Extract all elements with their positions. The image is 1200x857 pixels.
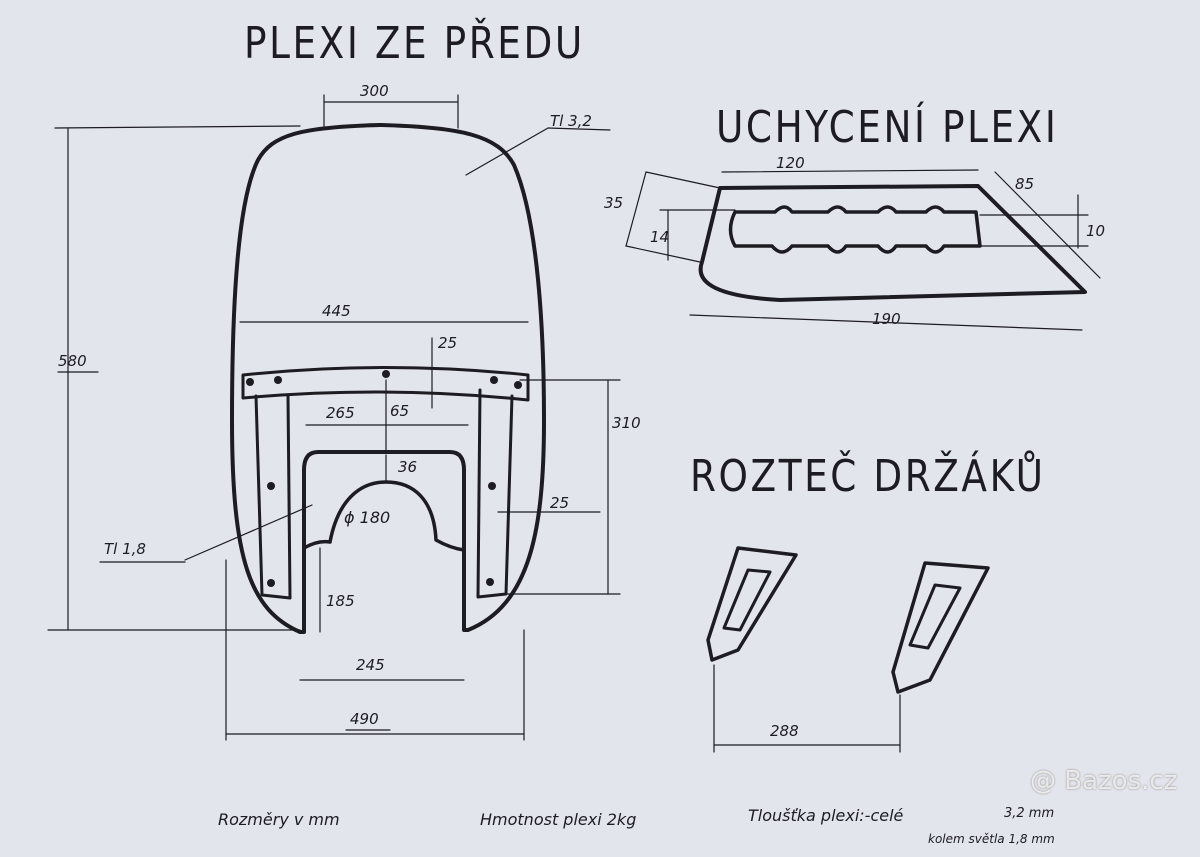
footer-thickness: Tloušťka plexi:-celé <box>748 806 904 825</box>
bracket-right-slot <box>908 583 962 650</box>
dim-diameter: ϕ 180 <box>344 508 391 527</box>
dim-mount-bottom: 190 <box>872 310 901 328</box>
dim-mid-width: 445 <box>322 302 351 320</box>
footer-weight: Hmotnost plexi 2kg <box>480 810 637 829</box>
dim-cutout-width: 265 <box>326 404 355 422</box>
left-strip <box>254 394 292 600</box>
dim-side-strip: 25 <box>550 494 570 512</box>
bracket-right <box>891 561 990 694</box>
footer-thickness-full: 3,2 mm <box>1004 806 1055 821</box>
bracket-left <box>706 546 798 662</box>
dim-bracket-distance: 288 <box>770 722 799 740</box>
dim-strip-width: 25 <box>438 334 458 352</box>
horizontal-strip <box>241 366 530 402</box>
dim-gap-36: 36 <box>398 458 418 476</box>
footer-thickness-edge: kolem světla 1,8 mm <box>928 832 1055 846</box>
dim-total-width: 490 <box>350 710 379 728</box>
windshield-outline <box>230 123 546 634</box>
title-front: PLEXI ZE PŘEDU <box>244 18 585 69</box>
dim-mount-slot: 14 <box>650 228 670 246</box>
title-spacing: ROZTEČ DRŽÁKŮ <box>690 451 1046 502</box>
footer-units: Rozměry v mm <box>218 810 340 829</box>
watermark: @ Bazos.cz <box>1030 766 1178 796</box>
spacing-dimension-lines <box>713 664 901 753</box>
mount-outline <box>698 184 1087 302</box>
bolt-holes <box>246 370 522 587</box>
right-strip <box>476 388 514 599</box>
label-thickness-top: Tl 3,2 <box>550 112 592 130</box>
mount-dimension-lines <box>625 169 1101 331</box>
dim-leg-height: 185 <box>326 592 355 610</box>
label-thickness-inner: Tl 1,8 <box>104 540 146 558</box>
mount-slot <box>728 205 982 254</box>
dim-height: 580 <box>58 352 87 370</box>
dim-inner-height: 310 <box>612 414 641 432</box>
dim-gap-65: 65 <box>390 402 410 420</box>
bracket-left-slot <box>722 568 772 632</box>
dim-bottom-gap: 245 <box>356 656 385 674</box>
front-dimension-lines <box>47 94 621 741</box>
dim-mount-slot-right: 10 <box>1086 222 1106 240</box>
dim-mount-angle: 85 <box>1015 175 1035 193</box>
title-mount: UCHYCENÍ PLEXI <box>716 102 1059 153</box>
dim-mount-left: 35 <box>604 194 624 212</box>
dim-top-width: 300 <box>360 82 389 100</box>
dim-mount-top: 120 <box>776 154 805 172</box>
